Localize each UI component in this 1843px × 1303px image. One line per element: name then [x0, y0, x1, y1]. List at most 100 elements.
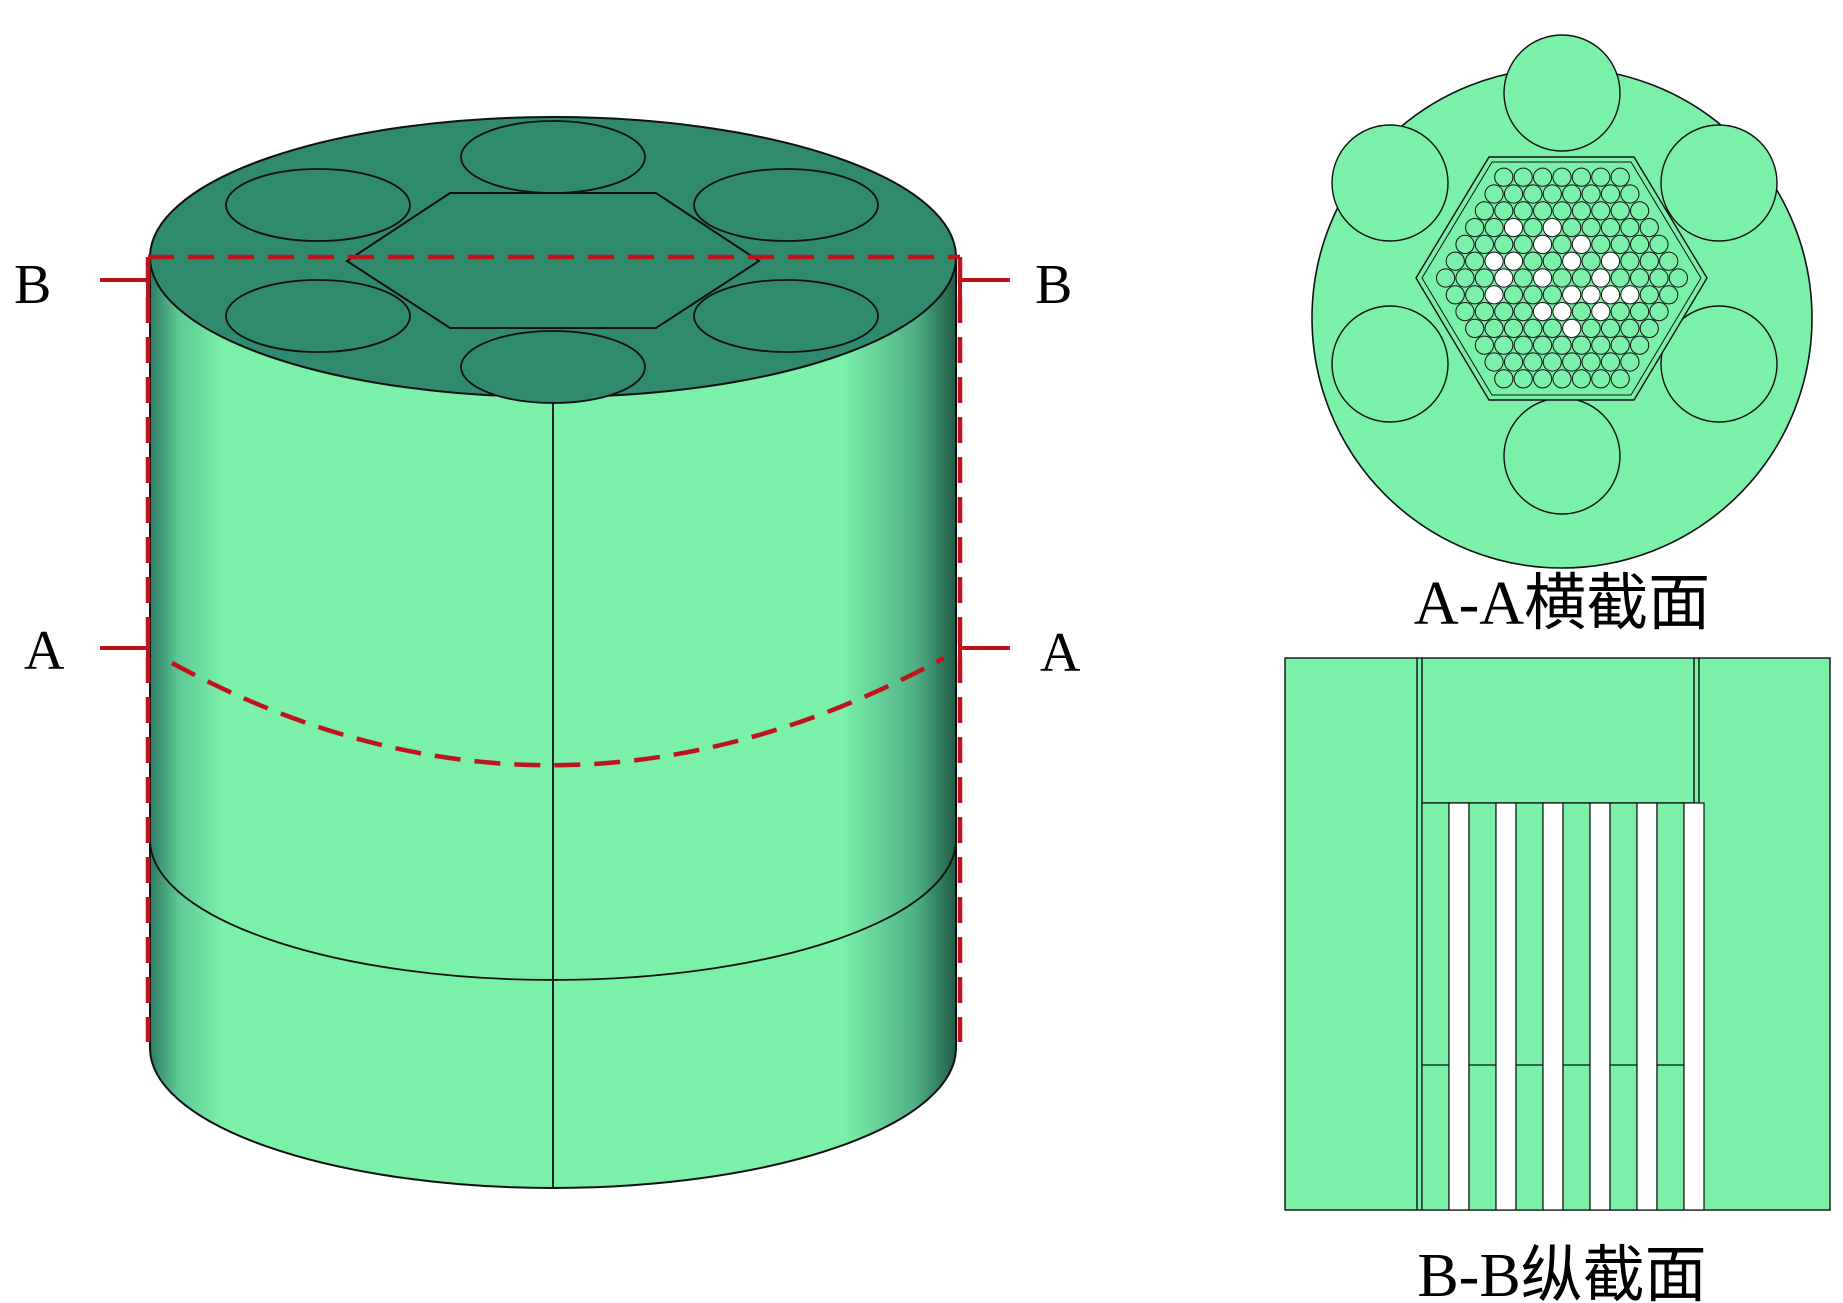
fuel-pin: [1620, 318, 1640, 338]
fuel-pin: [1581, 352, 1601, 372]
fuel-pin: [1639, 251, 1659, 271]
fuel-pin: [1494, 268, 1514, 288]
caption-cross-section: A-A横截面: [1414, 570, 1710, 638]
fuel-pin: [1659, 285, 1679, 305]
section-label-b-right: B: [1035, 254, 1072, 316]
fuel-pin: [1494, 201, 1514, 221]
fuel-pin: [1571, 302, 1592, 322]
fuel-pin: [1494, 369, 1514, 389]
fuel-pin: [1571, 167, 1592, 187]
fuel-pin: [1610, 302, 1630, 322]
fuel-pin: [1523, 352, 1543, 372]
fuel-pin: [1503, 318, 1524, 338]
fuel-pin: [1533, 268, 1553, 288]
fuel-pin: [1600, 218, 1621, 238]
fuel-pin: [1503, 218, 1524, 238]
fuel-pin: [1562, 184, 1582, 204]
fuel-pin: [1533, 302, 1553, 322]
fuel-pin: [1533, 201, 1553, 221]
bb-fuel-strip: [1609, 802, 1638, 1211]
fuel-pin: [1484, 285, 1504, 305]
fuel-pin: [1513, 369, 1533, 389]
bb-fuel-strip: [1515, 802, 1544, 1211]
fuel-pin: [1610, 335, 1630, 355]
fuel-pin: [1639, 218, 1659, 238]
top-hole: [460, 330, 646, 404]
fuel-pin: [1562, 318, 1582, 338]
section-label-a-right: A: [1040, 622, 1081, 684]
aa-hexagon-inner: [1421, 161, 1702, 396]
fuel-pin: [1445, 251, 1465, 271]
fuel-pin: [1620, 218, 1640, 238]
fuel-pin: [1630, 201, 1650, 221]
aa-rod-holes: [1331, 34, 1778, 515]
fuel-pin: [1494, 167, 1514, 187]
fuel-pin: [1610, 234, 1630, 254]
fuel-pin: [1581, 318, 1601, 338]
section-label-b-left: B: [14, 254, 51, 316]
fuel-pin: [1600, 352, 1621, 372]
fuel-pin: [1523, 285, 1543, 305]
fuel-pin: [1581, 184, 1601, 204]
fuel-pin: [1591, 234, 1611, 254]
fuel-pin: [1562, 251, 1582, 271]
fuel-pin: [1620, 251, 1640, 271]
bb-coolant-gap: [1636, 802, 1658, 1211]
fuel-pin: [1513, 335, 1533, 355]
fuel-pin: [1630, 234, 1650, 254]
fuel-pin: [1610, 369, 1630, 389]
fuel-pin: [1571, 268, 1592, 288]
fuel-pin: [1562, 285, 1582, 305]
top-hexagon: [345, 192, 761, 329]
caption-longitudinal-section: B-B纵截面: [1417, 1242, 1706, 1303]
section-label-a-left: A: [24, 620, 65, 682]
bb-coolant-gap: [1448, 802, 1470, 1211]
fuel-pin: [1523, 184, 1543, 204]
bb-fuel-strip: [1468, 802, 1497, 1211]
fuel-pin: [1484, 184, 1504, 204]
fuel-pin: [1659, 251, 1679, 271]
fuel-pin: [1542, 285, 1562, 305]
bb-fuel-strip: [1421, 802, 1450, 1211]
bb-longitudinal-section: [1284, 657, 1831, 1211]
fuel-pin: [1542, 251, 1562, 271]
bb-fuel-strip: [1656, 802, 1685, 1211]
fuel-pin: [1562, 352, 1582, 372]
top-hole: [225, 279, 411, 353]
fuel-pin: [1552, 167, 1572, 187]
fuel-pin: [1533, 369, 1553, 389]
fuel-pin: [1649, 268, 1669, 288]
fuel-pin: [1513, 234, 1533, 254]
fuel-pin: [1552, 234, 1572, 254]
fuel-pin: [1620, 184, 1640, 204]
fuel-pin: [1474, 201, 1495, 221]
fuel-pin: [1513, 302, 1533, 322]
fuel-pin: [1503, 352, 1524, 372]
aa-rod-hole: [1503, 34, 1621, 152]
bb-channels: [1421, 802, 1705, 1211]
fuel-pin: [1600, 285, 1621, 305]
fuel-pin: [1484, 218, 1504, 238]
fuel-pin: [1484, 352, 1504, 372]
fuel-pin: [1513, 268, 1533, 288]
fuel-pin: [1455, 234, 1475, 254]
aa-fuel-pins: [1436, 167, 1689, 389]
fuel-pin: [1581, 285, 1601, 305]
fuel-pin: [1571, 335, 1592, 355]
aa-rod-hole: [1660, 124, 1778, 242]
a-cut-curve: [170, 656, 946, 768]
bb-coolant-gap: [1542, 802, 1564, 1211]
top-hole: [693, 168, 879, 242]
fuel-pin: [1533, 335, 1553, 355]
fuel-pin: [1474, 302, 1495, 322]
fuel-pin: [1552, 201, 1572, 221]
fuel-pin: [1649, 302, 1669, 322]
fuel-pin: [1668, 268, 1689, 288]
aa-rod-hole: [1331, 305, 1449, 423]
bb-coolant-gap: [1589, 802, 1611, 1211]
fuel-pin: [1639, 285, 1659, 305]
fuel-pin: [1552, 268, 1572, 288]
fuel-pin: [1562, 218, 1582, 238]
top-rod-holes: [225, 120, 879, 404]
